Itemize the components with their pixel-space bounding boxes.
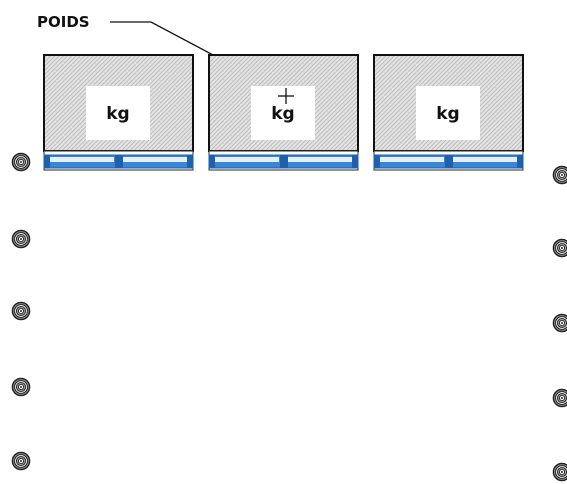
sensor-ring-icon: [552, 238, 567, 258]
weight-box-2: kg: [208, 54, 359, 152]
weight-unit-label: kg: [271, 104, 294, 124]
sensor-ring-icon: [552, 388, 567, 408]
sensor-ring-icon: [11, 152, 31, 172]
sensor-ring-icon: [11, 301, 31, 321]
sensor-ring-icon: [11, 451, 31, 471]
sensor-ring-icon: [11, 377, 31, 397]
weight-box-1: kg: [43, 54, 194, 152]
sensor-ring-icon: [552, 165, 567, 185]
pallet-1: [43, 150, 194, 171]
weight-unit-label: kg: [436, 104, 459, 124]
sensor-ring-icon: [552, 462, 567, 482]
sensor-ring-icon: [552, 313, 567, 333]
poids-label: POIDS: [37, 13, 90, 31]
sensor-ring-icon: [11, 229, 31, 249]
box-label-panel: [86, 86, 150, 140]
box-label-panel: [251, 86, 315, 140]
box-label-panel: [416, 86, 480, 140]
pallet-2: [208, 150, 359, 171]
weight-box-3: kg: [373, 54, 524, 152]
weight-unit-label: kg: [106, 104, 129, 124]
pallet-3: [373, 150, 524, 171]
crosshair-cursor-icon: [278, 88, 294, 104]
